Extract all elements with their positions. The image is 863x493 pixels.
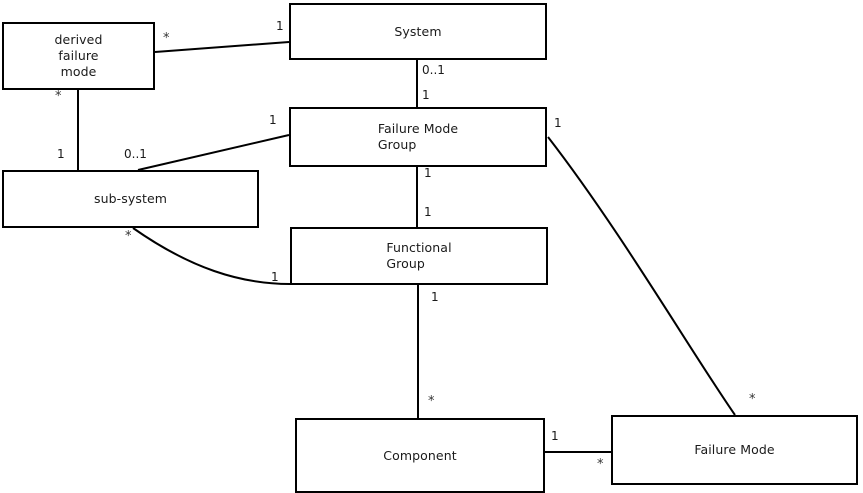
edge-failure-mode-group--failure-mode xyxy=(547,136,736,416)
class-name-system: System xyxy=(394,23,442,39)
mult-system-fmg-top: 0..1 xyxy=(422,63,445,77)
class-name-functional-group: Functional Group xyxy=(386,240,452,271)
class-box-derived-failure-mode[interactable]: derived failure mode xyxy=(2,22,155,90)
mult-fmg-subsystem-one: 1 xyxy=(269,113,277,127)
mult-fmg-fg-top: 1 xyxy=(424,166,432,180)
mult-component-failuremode-one: 1 xyxy=(551,429,559,443)
mult-system-dfm-one: 1 xyxy=(276,19,284,33)
class-name-component: Component xyxy=(383,447,457,463)
mult-dfm-subsystem-star: * xyxy=(55,89,62,104)
class-name-derived-failure-mode: derived failure mode xyxy=(54,32,103,79)
mult-component-fg-star: * xyxy=(428,394,435,409)
mult-subsystem-fg-star: * xyxy=(125,229,132,244)
mult-fmg-failuremode-one: 1 xyxy=(554,116,562,130)
class-name-failure-mode: Failure Mode xyxy=(694,442,775,457)
mult-failuremode-fmg-star: * xyxy=(749,392,756,407)
class-box-system[interactable]: System xyxy=(289,3,547,60)
class-box-sub-system[interactable]: sub-system xyxy=(2,170,259,228)
mult-fg-subsystem-one: 1 xyxy=(271,270,279,284)
mult-dfm-system-star: * xyxy=(163,31,170,46)
class-box-component[interactable]: Component xyxy=(295,418,545,493)
mult-subsystem-fmg-zero-one: 0..1 xyxy=(124,147,147,161)
edge-sub-system--failure-mode-group xyxy=(137,134,290,171)
mult-failuremode-component-star: * xyxy=(597,457,604,472)
mult-system-fmg-bottom: 1 xyxy=(422,88,430,102)
edge-sub-system--functional-group xyxy=(132,227,291,285)
class-box-failure-mode[interactable]: Failure Mode xyxy=(611,415,858,485)
edge-derived-failure-mode--system xyxy=(154,41,290,53)
class-name-failure-mode-group: Failure Mode Group xyxy=(377,121,459,152)
class-box-functional-group[interactable]: Functional Group xyxy=(290,227,548,285)
class-box-failure-mode-group[interactable]: Failure Mode Group xyxy=(289,107,547,167)
mult-subsystem-dfm-one: 1 xyxy=(57,147,65,161)
mult-fmg-fg-bottom: 1 xyxy=(424,205,432,219)
mult-fg-component-one: 1 xyxy=(431,290,439,304)
class-name-sub-system: sub-system xyxy=(93,191,168,206)
